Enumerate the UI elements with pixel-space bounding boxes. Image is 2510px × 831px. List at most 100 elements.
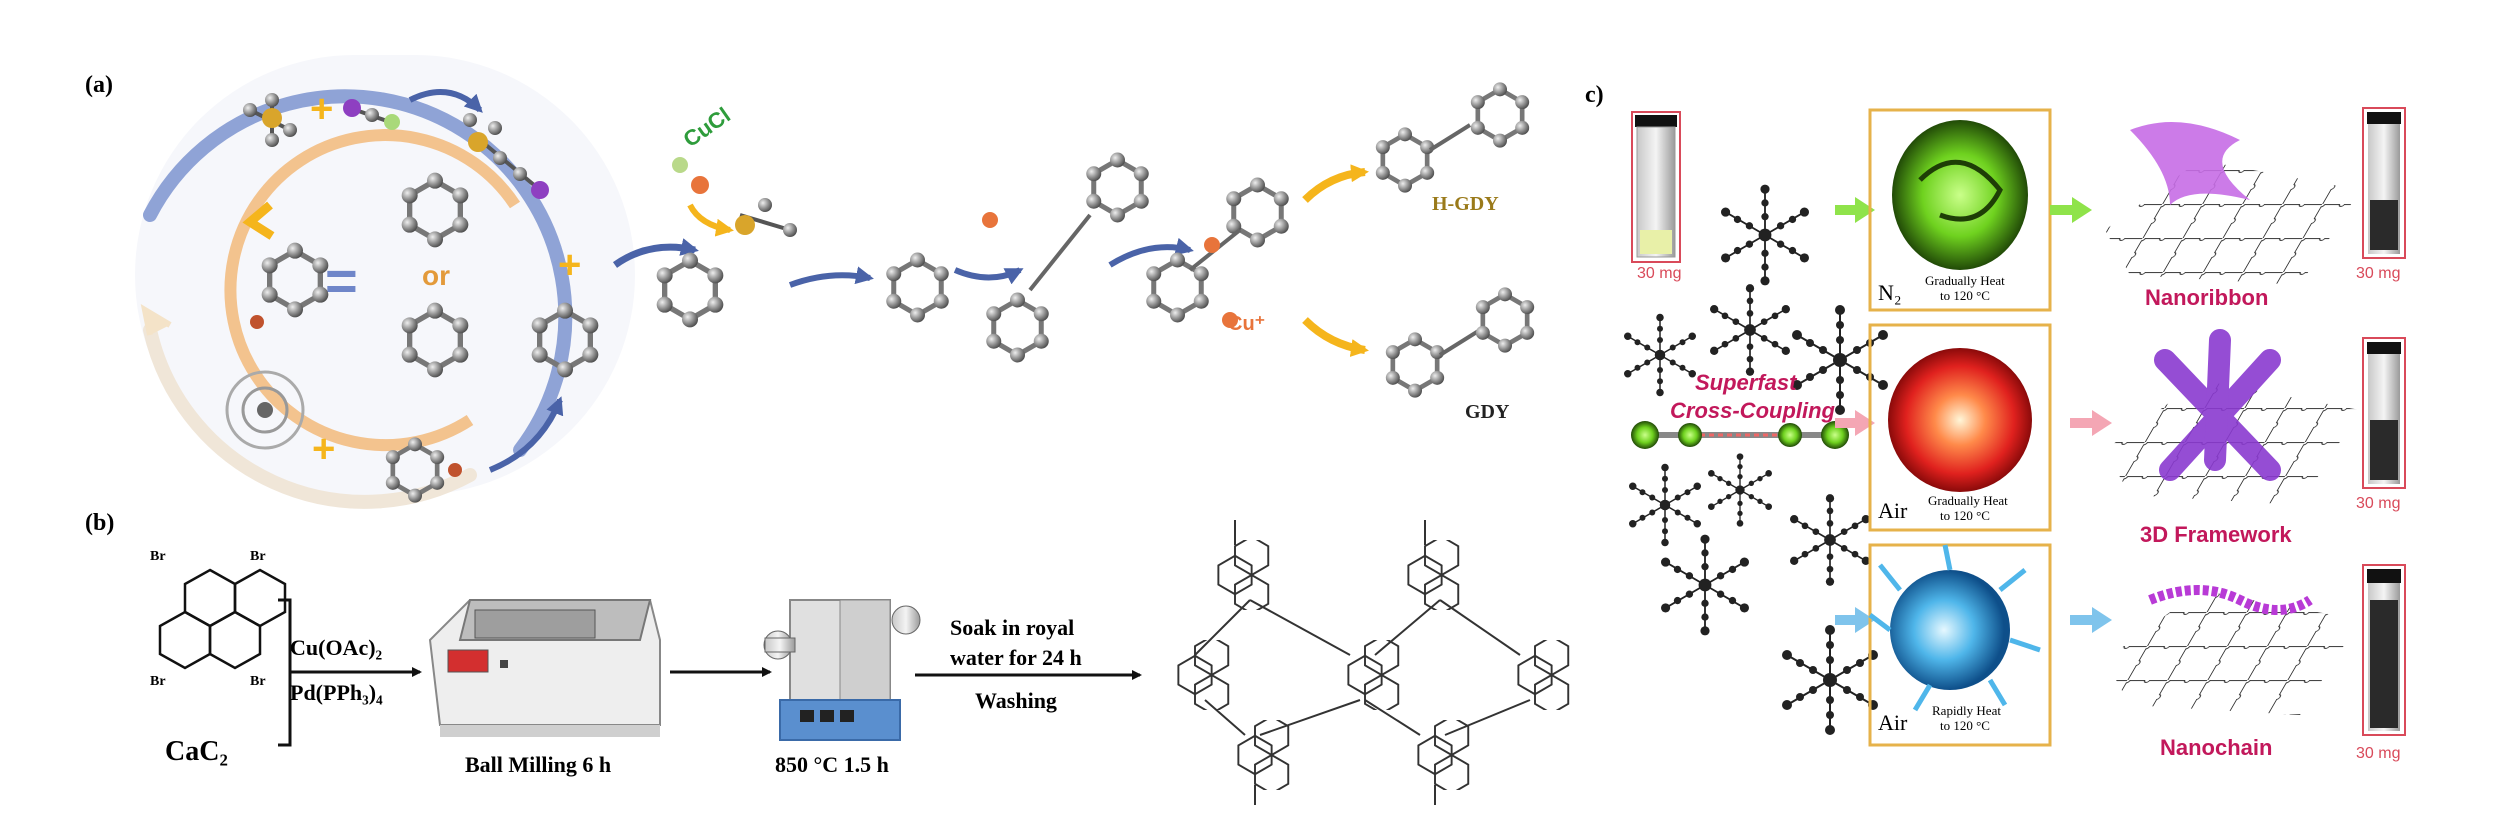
exit-arrow	[612, 238, 699, 268]
cross-coupling-label: Cross-Coupling	[1670, 398, 1836, 423]
or-label: or	[422, 260, 450, 291]
product-gdy-label: GDY	[1465, 401, 1510, 423]
3d-framework-overlay	[2154, 329, 2281, 481]
nanochain-overlay	[2148, 585, 2313, 615]
panel-b: (b) Br Br Br Br CaC₂ Cu(OAc)₂ Pd(PPh₃)₄ …	[85, 510, 1570, 805]
monomer-star-7	[1789, 493, 1871, 587]
gdy-ring-right	[1476, 287, 1534, 352]
coupled-molecule-upper	[1226, 178, 1289, 248]
step-arrow-1	[788, 266, 874, 288]
vial-mass-label-row2: 30 mg	[2356, 495, 2400, 512]
bromine-atom	[250, 315, 264, 329]
hgdy-ring-left	[1376, 127, 1434, 192]
diyne-molecule-upper	[1086, 153, 1149, 223]
vial-3d-framework	[2362, 337, 2406, 489]
hgdy-ring-right	[1471, 82, 1529, 147]
vial-precursor	[1631, 111, 1681, 263]
step-washing-label: Washing	[975, 688, 1057, 713]
product-hgdy-label: H-GDY	[1432, 193, 1499, 215]
catalyst-complex-molecule	[225, 370, 305, 450]
row3-frame	[1868, 543, 2052, 747]
trimethylsilyl-group	[735, 198, 797, 237]
mesh-row1	[2105, 160, 2360, 285]
outer-blue-ring	[143, 89, 573, 457]
n2-product-texture	[1918, 159, 2003, 222]
halo-alkyne-molecule	[343, 99, 400, 130]
diyne-bond	[1028, 213, 1092, 292]
mesh-row3	[2105, 590, 2360, 715]
gdy-linker	[1438, 328, 1482, 357]
condition-pd-pph: Pd(PPh₃)₄	[290, 680, 383, 705]
row3-atmosphere: Air	[1878, 710, 1908, 735]
air-rapid-product-image	[1868, 544, 2041, 712]
panel-b-label: (b)	[85, 510, 114, 536]
row1-atmosphere: N₂	[1878, 280, 1902, 305]
cu-atom-2	[982, 212, 998, 228]
ball-mill-illustration	[428, 599, 661, 737]
vial-nanochain	[2362, 564, 2406, 736]
br-label-bottom-left: Br	[150, 674, 166, 689]
step-arrow-3	[1108, 237, 1194, 268]
row3-product-label: Nanochain	[2160, 735, 2272, 760]
step-soak-line1: Soak in royal	[950, 615, 1074, 640]
plus-sign-right: +	[558, 243, 581, 287]
cucl-arrow	[687, 203, 734, 237]
tube-furnace-illustration	[763, 599, 921, 741]
step-heating-label: 850 °C 1.5 h	[775, 752, 889, 777]
row2-heat-line2: to 120 °C	[1940, 508, 1990, 523]
plus-sign-top: +	[310, 87, 333, 131]
row1-heat-line2: to 120 °C	[1940, 288, 1990, 303]
n2-product-image	[1892, 120, 2028, 270]
br-label-top-left: Br	[150, 549, 166, 564]
reagent-bracket	[278, 598, 292, 747]
row3-heat-line1: Rapidly Heat	[1932, 703, 2001, 718]
cucl-label: CuCl	[679, 102, 735, 152]
inner-orange-ring	[224, 129, 521, 452]
row1-heat-line1: Gradually Heat	[1925, 273, 2005, 288]
coupled-intermediate-molecule	[463, 113, 549, 199]
panel-c-label: c)	[1585, 82, 1604, 108]
step-soak-line2: water for 24 h	[950, 645, 1082, 670]
hgdy-linker	[1428, 123, 1472, 152]
equals-sign: =	[325, 249, 358, 312]
br-label-top-right: Br	[250, 549, 266, 564]
condition-cu-oac: Cu(OAc)₂	[290, 635, 383, 660]
inner-ring-arrowhead	[242, 201, 275, 240]
arrow-to-row2	[1835, 410, 1875, 436]
monomer-star-8	[1660, 533, 1750, 637]
row2-heat-line1: Gradually Heat	[1928, 493, 2008, 508]
diyne-molecule-lower	[986, 293, 1049, 363]
monomer-star-3	[1709, 283, 1791, 377]
arrow-to-row3	[1835, 607, 1875, 633]
cac2-label: CaC₂	[165, 736, 228, 767]
row2-atmosphere: Air	[1878, 498, 1908, 523]
row2-product-label: 3D Framework	[2140, 522, 2292, 547]
monomer-star-1	[1720, 183, 1810, 287]
arrow-to-row1	[1835, 197, 1875, 223]
step-arrow-2	[953, 267, 1024, 285]
cu-atom	[691, 176, 709, 194]
cycle-arrow-top	[408, 89, 483, 113]
arrow-from-row1	[2050, 197, 2092, 223]
row3-heat-line2: to 120 °C	[1940, 718, 1990, 733]
branch-arrow-up	[1302, 164, 1369, 203]
row2-frame	[1868, 323, 2052, 532]
alkyne-dumbbell	[1631, 421, 1849, 449]
branch-arrow-down	[1302, 317, 1369, 357]
cu-atom-3	[1204, 237, 1220, 253]
aryl-cu-alkyne-molecule	[886, 253, 949, 323]
monomer-star-5	[1628, 463, 1702, 547]
outer-ring-arrowhead	[140, 303, 172, 336]
vial-mass-label-left: 30 mg	[1637, 265, 1681, 282]
gdy-ring-left	[1386, 332, 1444, 397]
cl-atom	[672, 157, 688, 173]
br-label-bottom-right: Br	[250, 674, 266, 689]
cycle-arrow-bottom	[488, 396, 564, 473]
plus-sign-bottom: +	[312, 427, 335, 471]
step-ball-milling-label: Ball Milling 6 h	[465, 752, 611, 777]
silyl-reagent-molecule	[243, 93, 297, 147]
panel-a-label: (a)	[85, 72, 113, 98]
panel-a: (a) + + + = or	[85, 55, 1534, 509]
vial-mass-label-row3: 30 mg	[2356, 745, 2400, 762]
pyrene-gdy-network	[1177, 520, 1570, 805]
